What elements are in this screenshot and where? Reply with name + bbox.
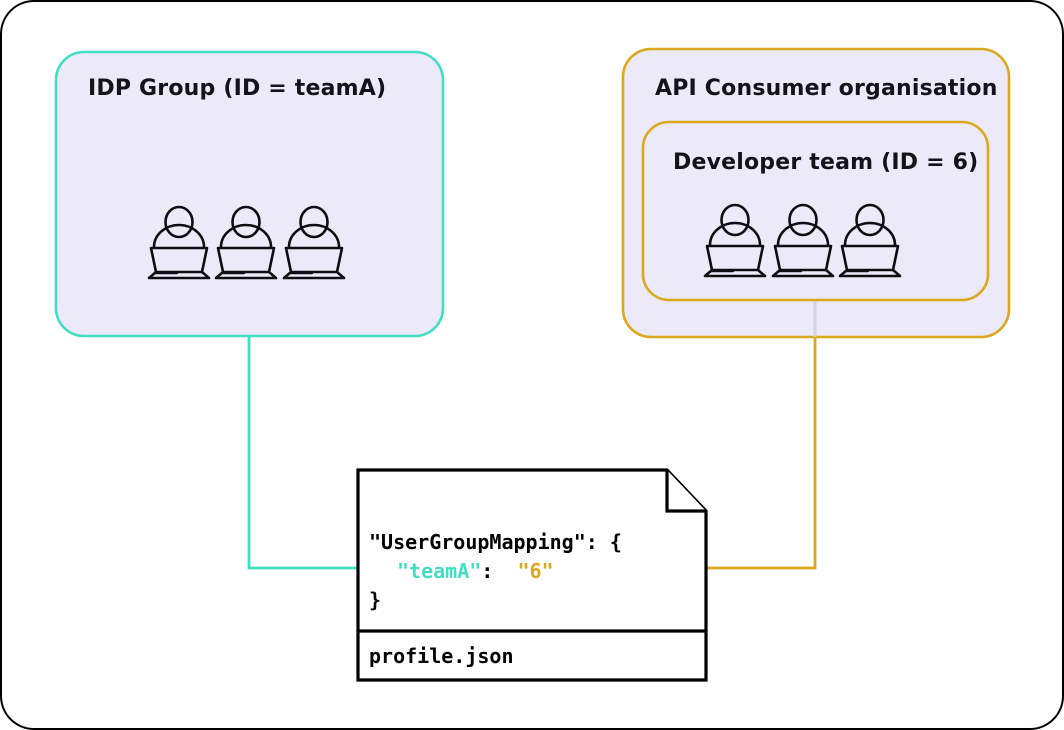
profile-json-document[interactable] [356, 468, 708, 682]
json-code-line-1: "UserGroupMapping": { [369, 530, 622, 554]
developer-team-box[interactable] [641, 120, 990, 302]
json-colon-separator: : [481, 559, 506, 583]
document-filename: profile.json [369, 644, 514, 668]
api-consumer-organisation-label: API Consumer organisation [655, 76, 998, 101]
json-code-line-2: "teamA": "6" [397, 559, 554, 583]
json-key-teamA: "teamA" [397, 559, 482, 583]
json-value-team-id: "6" [517, 559, 554, 583]
json-code-line-3: } [369, 588, 382, 612]
developer-team-label: Developer team (ID = 6) [673, 150, 979, 175]
idp-group-label: IDP Group (ID = teamA) [88, 76, 387, 101]
